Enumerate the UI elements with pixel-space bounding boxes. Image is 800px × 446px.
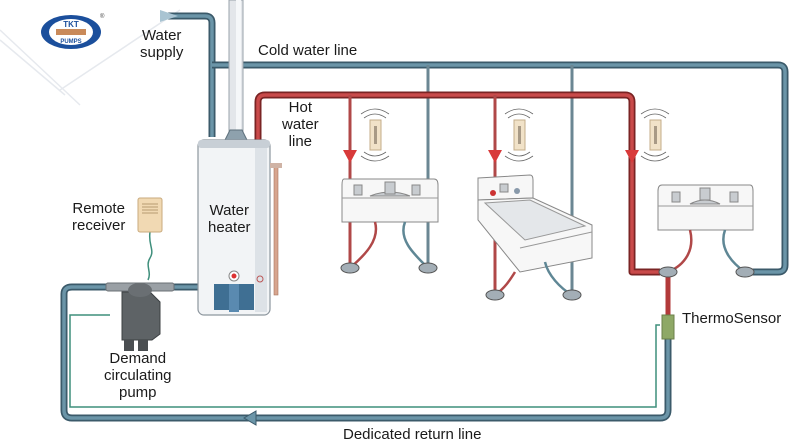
return-arrow-icon — [243, 410, 257, 426]
flue-pipe — [223, 0, 249, 143]
label-line: supply — [140, 44, 184, 61]
registered-mark: ® — [100, 13, 105, 20]
label-line: Water — [209, 202, 249, 219]
demand-circulating-pump — [105, 282, 175, 351]
thermosensor — [661, 314, 675, 340]
label-line: line — [288, 133, 313, 150]
remote-receiver-label: Remote receiver — [72, 200, 125, 234]
tkt-pumps-logo: TKT PUMPS ® — [40, 12, 106, 52]
label-line: heater — [208, 219, 251, 236]
return-line — [60, 283, 672, 422]
water-supply-label: Water supply — [140, 27, 183, 61]
background-decoration — [0, 9, 181, 106]
water-heater — [197, 139, 282, 316]
label-line: Demand — [109, 350, 167, 367]
water-heater-label: Water heater — [208, 202, 251, 236]
logo-bottom-text: PUMPS — [60, 39, 81, 45]
label-line: Hot — [288, 99, 313, 116]
signal-wire — [69, 314, 660, 408]
flow-arrow-icon — [343, 150, 357, 163]
motion-sensors — [360, 108, 670, 162]
return-line-label: Dedicated return line — [343, 426, 482, 443]
cold-water-line-label: Cold water line — [258, 42, 358, 59]
sink-3 — [657, 184, 755, 278]
sink-1 — [340, 178, 439, 274]
supply-arrow-icon — [160, 10, 178, 22]
thermosensor-label: ThermoSensor — [682, 310, 782, 327]
flow-arrows — [343, 150, 639, 163]
motion-sensor-2 — [504, 108, 534, 162]
flow-arrow-icon — [488, 150, 502, 163]
label-line: Water — [141, 27, 182, 44]
label-line: circulating — [104, 367, 172, 384]
hot-water-line-label: Hot water line — [282, 99, 319, 150]
motion-sensor-3 — [640, 108, 670, 162]
utility-sink — [477, 174, 593, 301]
label-line: water — [282, 116, 319, 133]
label-line: pump — [119, 384, 157, 401]
hot-water-line — [254, 91, 671, 318]
label-line: receiver — [72, 217, 126, 234]
receiver-wire — [147, 231, 153, 281]
cold-water-line — [168, 12, 789, 295]
logo-top-text: TKT — [63, 20, 79, 29]
flow-arrow-icon — [625, 150, 639, 163]
pump-label: Demand circulating pump — [104, 350, 172, 401]
motion-sensor-1 — [360, 108, 390, 162]
label-line: Remote — [72, 200, 125, 217]
remote-receiver — [137, 197, 163, 233]
